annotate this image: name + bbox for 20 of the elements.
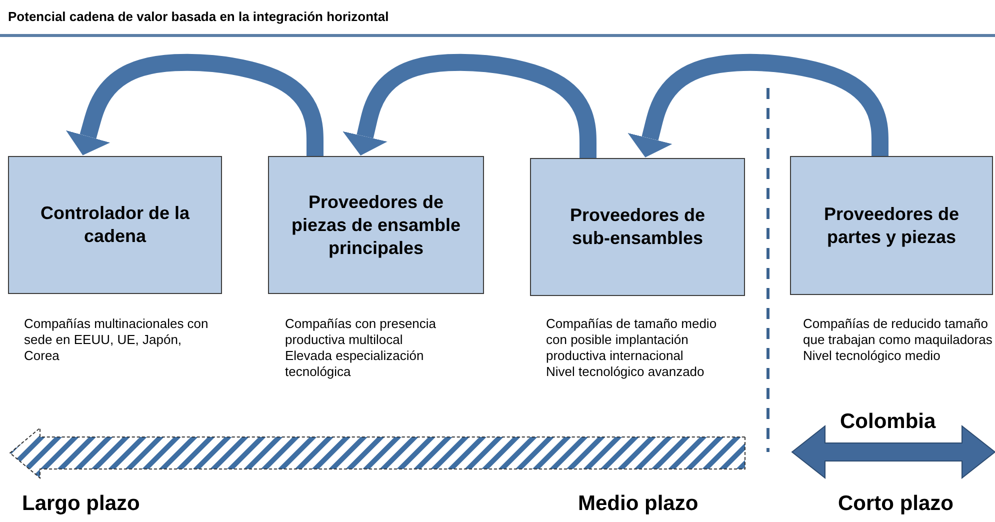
description-text: Compañías multinacionales con sede en EEUU, UE, Japón, Corea xyxy=(24,316,210,364)
node-title: Proveedores de sub-ensambles xyxy=(568,204,706,250)
description-text: Nivel tecnológico avanzado xyxy=(546,364,706,380)
text-label: Largo plazo xyxy=(22,492,140,516)
process-box xyxy=(8,156,222,294)
description-text: Compañías con presencia productiva multilocal xyxy=(285,316,438,348)
node-title: Proveedores de partes y piezas xyxy=(822,202,960,248)
text-label: Medio plazo xyxy=(578,492,698,516)
process-box xyxy=(530,158,745,296)
description-text: Compañías de reducido tamaño que trabajan como maquiladoras xyxy=(803,316,993,348)
description-text: Compañías de tamaño medio con posible implantación productiva internacional xyxy=(546,316,718,364)
process-box xyxy=(268,156,484,294)
node-title: Controlador de la cadena xyxy=(39,202,191,248)
description-text: Elevada especialización tecnológica xyxy=(285,348,425,380)
diagram-title: Potencial cadena de valor basada en la integración horizontal xyxy=(8,9,389,24)
text-label: Corto plazo xyxy=(838,492,954,516)
node-title: Proveedores de piezas de ensamble principales xyxy=(290,190,462,260)
text-label: Colombia xyxy=(840,410,936,434)
description-text: Nivel tecnológico medio xyxy=(803,348,942,364)
process-box xyxy=(790,156,993,295)
